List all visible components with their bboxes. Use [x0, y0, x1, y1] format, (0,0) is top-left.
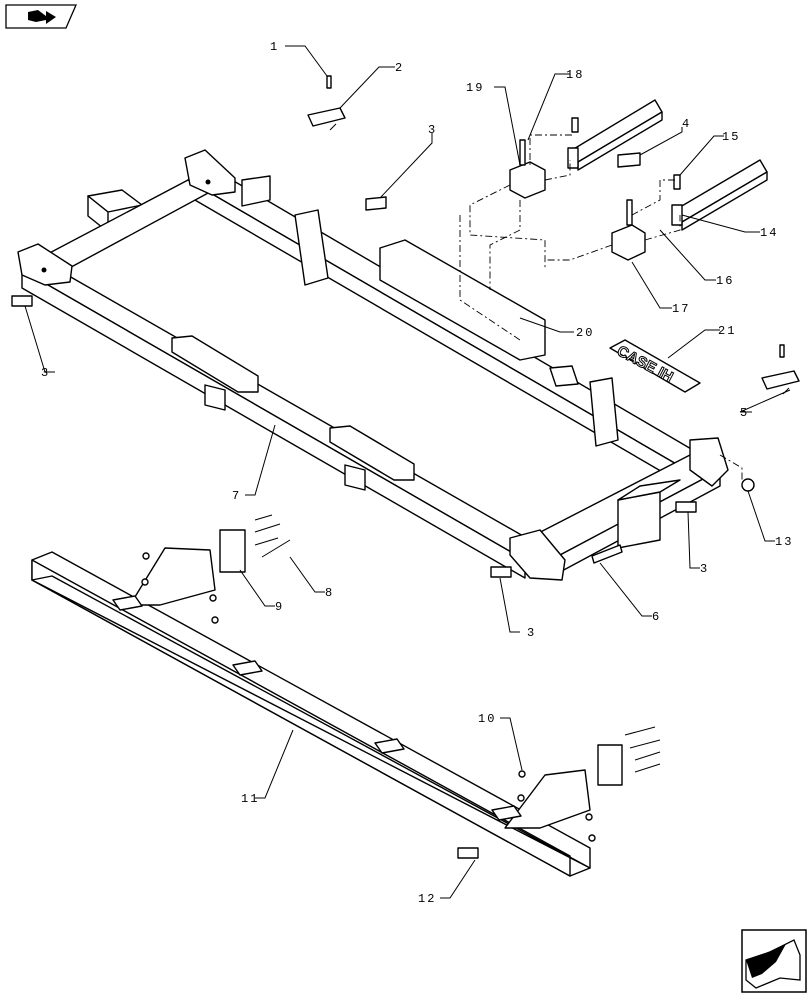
callout-18: 18: [566, 68, 584, 82]
callout-13: 13: [775, 535, 793, 549]
callout-15: 15: [722, 130, 740, 144]
callout-17: 17: [672, 302, 690, 316]
callout-6: 6: [652, 610, 661, 624]
callout-14: 14: [760, 226, 778, 240]
callout-1: 1: [270, 40, 279, 54]
callout-5: 5: [740, 406, 749, 420]
callout-3: 3: [527, 626, 536, 640]
callout-9: 9: [275, 600, 284, 614]
hitch-arms: [509, 99, 768, 261]
callout-12: 12: [418, 892, 436, 906]
callout-11: 11: [241, 792, 259, 806]
callout-2: 2: [395, 61, 404, 75]
callout-10: 10: [478, 712, 496, 726]
book-arrow-icon[interactable]: [5, 4, 77, 29]
bumper-assembly: [31, 514, 661, 877]
callout-8: 8: [325, 586, 334, 600]
callout-16: 16: [716, 274, 734, 288]
callout-21: 21: [718, 324, 736, 338]
callouts: 1 2 3 3 3 3 4 5 6 7 8 9 10 11 12 13 14 1…: [41, 40, 793, 906]
next-page-arrow-icon[interactable]: [741, 929, 807, 993]
callout-7: 7: [232, 489, 241, 503]
callout-3: 3: [700, 562, 709, 576]
callout-4: 4: [682, 117, 691, 131]
callout-19: 19: [466, 81, 484, 95]
callout-20: 20: [576, 326, 594, 340]
callout-3: 3: [41, 366, 50, 380]
main-frame: [17, 149, 755, 581]
leader-lines: [24, 45, 791, 899]
callout-3: 3: [428, 123, 437, 137]
